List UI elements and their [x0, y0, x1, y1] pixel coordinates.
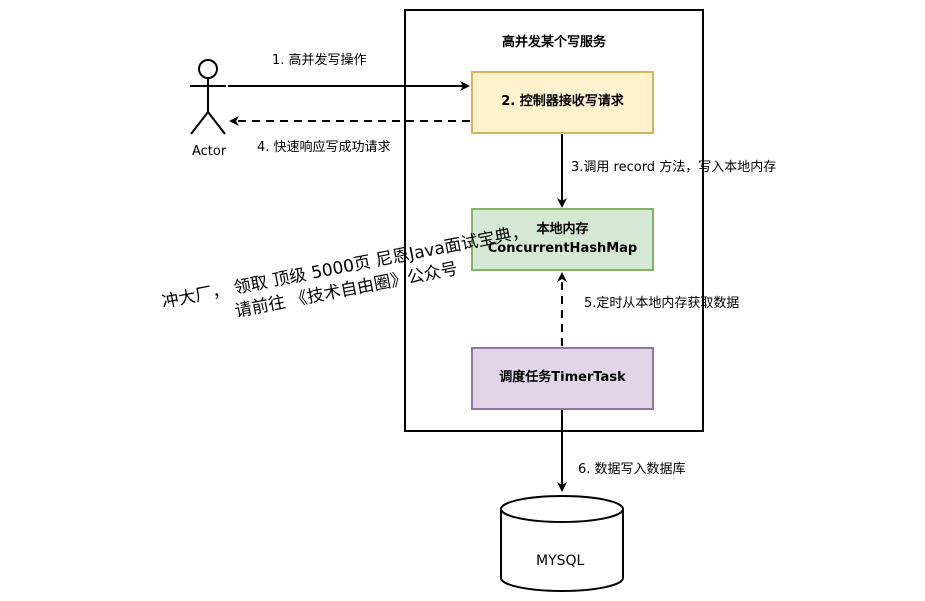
mysql-database-icon — [500, 495, 624, 592]
mysql-label: MYSQL — [536, 553, 585, 569]
write-service-container — [404, 9, 704, 432]
edge-4-label: 4. 快速响应写成功请求 — [257, 140, 391, 155]
local-memory-node: 本地内存 ConcurrentHashMap — [471, 208, 654, 271]
local-memory-label-line1: 本地内存 — [536, 221, 589, 237]
actor-label: Actor — [192, 144, 227, 159]
actor-figure-icon — [190, 59, 226, 135]
local-memory-label-line2: ConcurrentHashMap — [487, 240, 638, 256]
edge-1-label: 1. 高并发写操作 — [272, 53, 367, 68]
controller-node: 2. 控制器接收写请求 — [471, 71, 654, 134]
container-title: 高并发某个写服务 — [501, 35, 606, 50]
timer-task-node: 调度任务TimerTask — [471, 347, 654, 410]
edge-3-label: 3.调用 record 方法，写入本地内存 — [571, 160, 777, 175]
edge-5-label: 5.定时从本地内存获取数据 — [584, 296, 740, 311]
timer-task-label: 调度任务TimerTask — [499, 370, 626, 386]
controller-node-label: 2. 控制器接收写请求 — [501, 94, 624, 110]
edge-6-label: 6. 数据写入数据库 — [578, 462, 686, 477]
